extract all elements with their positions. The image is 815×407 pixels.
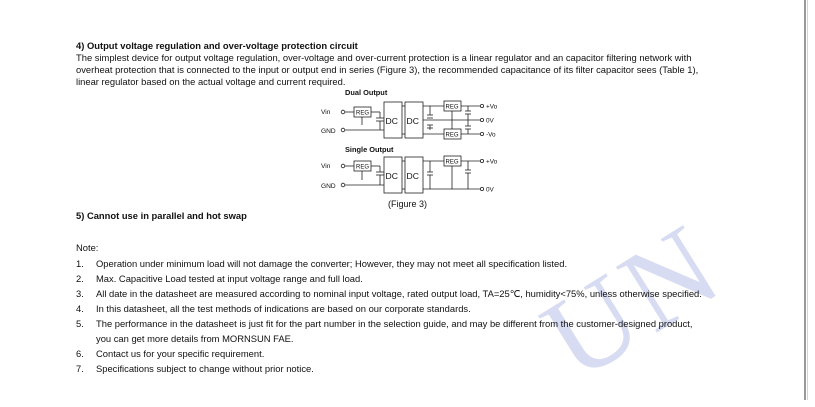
dual-upper-reg-label: REG xyxy=(446,105,459,111)
dual-lower-reg-label: REG xyxy=(446,133,459,139)
note-text: Operation under minimum load will not da… xyxy=(96,258,568,269)
figure-caption: (Figure 3) xyxy=(388,199,427,209)
dual-dc-right-label: DC xyxy=(407,116,419,126)
single-dc-left-label: DC xyxy=(386,171,398,181)
note-text: All date in the datasheet are measured a… xyxy=(96,288,702,299)
section-5-heading: 5) Cannot use in parallel and hot swap xyxy=(76,210,247,221)
note-number: 1. xyxy=(76,258,84,269)
section-4-line-3: linear regulator based on the actual vol… xyxy=(76,76,346,87)
dual-plus-vo-label: +Vo xyxy=(486,104,498,111)
single-output-reg-label: REG xyxy=(446,160,459,166)
single-plus-vo-label: +Vo xyxy=(486,159,498,166)
single-gnd-label: GND xyxy=(321,183,336,190)
note-text: Max. Capacitive Load tested at input vol… xyxy=(96,273,363,284)
dual-gnd-label: GND xyxy=(321,128,336,135)
note-number: 5. xyxy=(76,318,84,329)
section-4-line-1: The simplest device for output voltage r… xyxy=(76,52,692,63)
note-text: Contact us for your specific requirement… xyxy=(96,348,265,359)
note-number: 2. xyxy=(76,273,84,284)
page-border xyxy=(804,0,806,400)
single-dc-right-label: DC xyxy=(407,171,419,181)
note-text-continued: you can get more details from MORNSUN FA… xyxy=(96,333,294,344)
dual-zero-v-label: 0V xyxy=(486,118,495,125)
page-border-shadow xyxy=(807,0,808,400)
single-vin-label: Vin xyxy=(321,163,331,170)
section-4-line-2: overheat protection that is connected to… xyxy=(76,64,699,75)
single-input-reg-label: REG xyxy=(356,165,369,171)
note-text: The performance in the datasheet is just… xyxy=(96,318,693,329)
dual-vin-label: Vin xyxy=(321,109,331,116)
note-number: 6. xyxy=(76,348,84,359)
dual-output-title: Dual Output xyxy=(345,88,388,97)
section-4-heading: 4) Output voltage regulation and over-vo… xyxy=(76,40,358,51)
dual-minus-vo-label: -Vo xyxy=(486,132,496,139)
watermark: UN xyxy=(521,197,746,405)
single-zero-v-label: 0V xyxy=(486,187,495,194)
note-text: In this datasheet, all the test methods … xyxy=(96,303,471,314)
note-text: Specifications subject to change without… xyxy=(96,363,314,374)
note-number: 4. xyxy=(76,303,84,314)
notes-label: Note: xyxy=(76,242,99,253)
single-output-title: Single Output xyxy=(345,145,394,154)
note-number: 7. xyxy=(76,363,84,374)
dual-input-reg-label: REG xyxy=(356,111,369,117)
dual-dc-left-label: DC xyxy=(386,116,398,126)
note-number: 3. xyxy=(76,288,84,299)
